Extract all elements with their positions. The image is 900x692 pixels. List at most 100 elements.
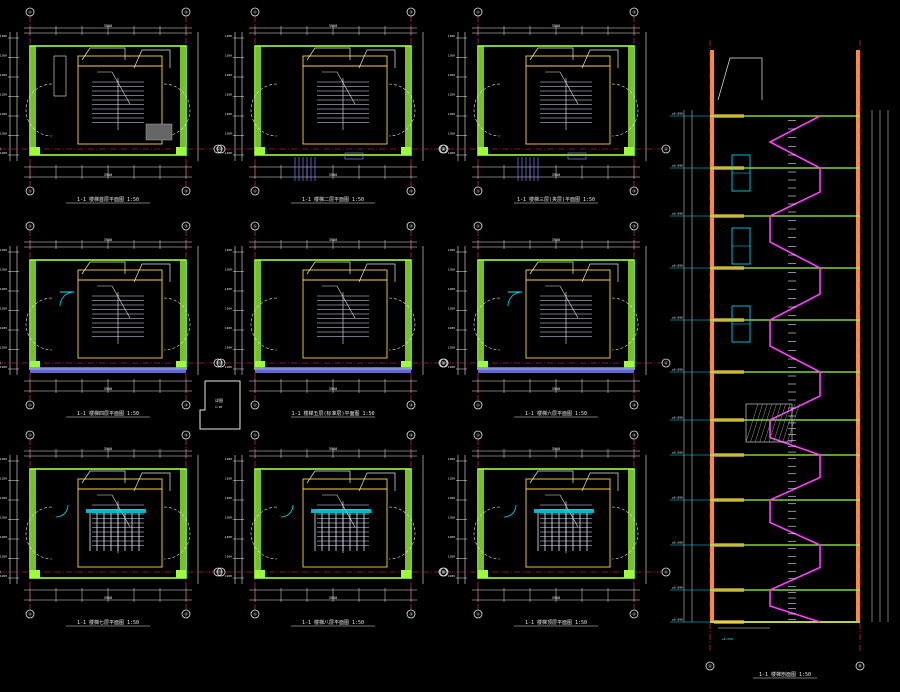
axis-bubble	[855, 661, 865, 671]
axis-bubble-label: Ⓐ	[216, 146, 220, 152]
axis-bubble-label: ③	[632, 433, 636, 438]
hatch-outline	[81, 261, 126, 275]
door-swing	[25, 297, 53, 351]
axis-bubble-label: ①	[28, 189, 32, 194]
wall-right	[628, 469, 633, 578]
dimension-text: 1200	[448, 34, 455, 38]
dimension-text: 3900	[329, 173, 337, 177]
dimension-text: 1200	[225, 555, 232, 559]
dimension-text: 1200	[0, 496, 7, 500]
hatch-outline	[81, 470, 126, 484]
axis-bubble-label: ③	[184, 612, 188, 617]
wall-right	[628, 46, 633, 155]
dimension-text: 1200	[0, 73, 7, 77]
dimension-text: 1200	[225, 535, 232, 539]
wall-right	[180, 260, 185, 369]
axis-bubble-label: ③	[632, 189, 636, 194]
axis-bubble-label: Ⓐ	[441, 146, 445, 152]
wall-right	[628, 260, 633, 369]
axis-bubble	[250, 7, 260, 17]
dimension-text: 1200	[0, 93, 7, 97]
axis-bubble-label: ③	[184, 403, 188, 408]
slab-edge	[714, 498, 744, 502]
dimension-text: 1200	[225, 248, 232, 252]
axis-bubble-label: ③	[184, 224, 188, 229]
dimension-text: 1200	[0, 535, 7, 539]
axis-bubble	[439, 358, 449, 368]
hatch-line	[759, 403, 773, 443]
wall-outline	[477, 468, 635, 579]
wall-right	[405, 260, 410, 369]
axis-bubble	[25, 609, 35, 619]
level-text: ±0.000	[672, 496, 683, 500]
axis-bubble	[406, 7, 416, 17]
stair-core	[302, 55, 388, 145]
axis-bubble-label: Ⓐ	[708, 663, 712, 669]
axis-bubble-label: ①	[28, 10, 32, 15]
slab-edge	[714, 588, 744, 592]
dimension-text: 1200	[225, 574, 232, 578]
column	[176, 570, 186, 578]
hatch-outline	[529, 470, 574, 484]
axis-bubble	[661, 567, 671, 577]
axis-bubble	[406, 609, 416, 619]
wall-left	[31, 260, 36, 369]
dimension-text: 3900	[552, 24, 560, 28]
door-arc	[280, 504, 294, 518]
dimension-text: 1200	[448, 73, 455, 77]
axis-bubble	[181, 430, 191, 440]
axis-bubble	[25, 221, 35, 231]
wall-left	[31, 46, 36, 155]
dimension-text: 1200	[0, 457, 7, 461]
wall-outline	[29, 468, 187, 579]
dimension-text: 3900	[104, 387, 112, 391]
dimension-text: 1200	[448, 268, 455, 272]
door-swing	[250, 83, 278, 137]
dimension-text: 1200	[448, 93, 455, 97]
column	[30, 570, 40, 578]
axis-bubble-label: ①	[253, 612, 257, 617]
wall-outline	[254, 468, 412, 579]
axis-bubble	[181, 7, 191, 17]
axis-bubble	[181, 221, 191, 231]
dimension-text: 3900	[104, 173, 112, 177]
dimension-text: 1200	[0, 346, 7, 350]
plan-title: 1-1 楼梯七层平面图 1:50	[77, 619, 139, 626]
dimension-text: 1200	[448, 555, 455, 559]
slab-edge	[714, 318, 744, 322]
plan-title: 1-1 楼梯八层平面图 1:50	[302, 619, 364, 626]
stair-floor-plans: 1200 1200 1200 1200 1200 1200 1200 3900 3900 ① ③ ① ③…	[0, 7, 671, 627]
hatch-outline	[133, 263, 171, 283]
hatch-line	[754, 403, 768, 443]
hatch-outline	[581, 263, 619, 283]
hatch-line	[768, 403, 782, 443]
level-text: ±0.000	[672, 618, 683, 622]
door-swing	[611, 83, 639, 137]
column	[478, 361, 488, 369]
glazing-strip	[30, 367, 186, 373]
column	[624, 570, 634, 578]
dimension-text: 1200	[0, 516, 7, 520]
dimension-text: 1200	[448, 307, 455, 311]
axis-bubble-label: Ⓐ	[441, 360, 445, 366]
slab-edge	[714, 370, 744, 374]
slab-edge	[714, 543, 744, 547]
axis-bubble-label: ①	[476, 10, 480, 15]
dimension-text: 1200	[448, 365, 455, 369]
section-wall-left	[710, 50, 714, 622]
axis-bubble	[473, 186, 483, 196]
dimension-text: 3900	[329, 238, 337, 242]
axis-bubble-label: ③	[184, 10, 188, 15]
glazing-strip	[255, 367, 411, 373]
level-text: ±0.000	[672, 264, 683, 268]
axis-bubble	[473, 7, 483, 17]
dimension-text: 3900	[329, 596, 337, 600]
walk-arrow	[322, 285, 356, 319]
axis-bubble	[25, 186, 35, 196]
axis-bubble	[213, 358, 223, 368]
dimension-text: 1200	[0, 112, 7, 116]
dimension-text: 1200	[0, 248, 7, 252]
